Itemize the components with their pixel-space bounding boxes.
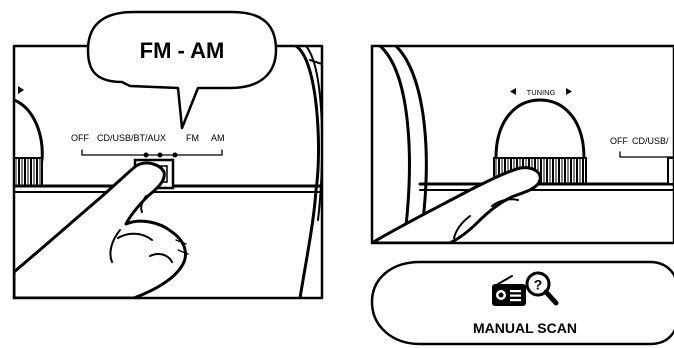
tuning-label: TUNING — [527, 88, 556, 97]
hand-icon-right — [372, 166, 542, 243]
magnifier-question-icon: ? — [525, 271, 559, 306]
right-panel: TUNING OFF CD/USB/ — [370, 44, 674, 245]
label-cd-usb-bt-aux: CD/USB/BT/AUX — [97, 133, 166, 143]
label-off-right: OFF — [610, 136, 628, 146]
manual-scan-label: MANUAL SCAN — [473, 320, 577, 336]
callout-bubble: FM - AM — [86, 10, 278, 130]
callout-text: FM - AM — [140, 38, 225, 63]
hand-icon — [14, 161, 189, 298]
arrow-right-icon-tuning — [566, 88, 572, 95]
manual-scan-box: ? MANUAL SCAN — [370, 260, 674, 346]
label-off-left: OFF — [71, 133, 89, 143]
radio-icon — [492, 275, 526, 306]
svg-text:?: ? — [534, 277, 543, 293]
arrow-left-icon — [510, 88, 516, 95]
label-am: AM — [211, 133, 225, 143]
label-fm: FM — [186, 133, 199, 143]
left-panel: OFF CD/USB/BT/AUX FM AM FM - AM — [12, 10, 324, 300]
label-cd-usb-right: CD/USB/ — [632, 136, 669, 146]
arrow-right-icon — [18, 86, 24, 94]
